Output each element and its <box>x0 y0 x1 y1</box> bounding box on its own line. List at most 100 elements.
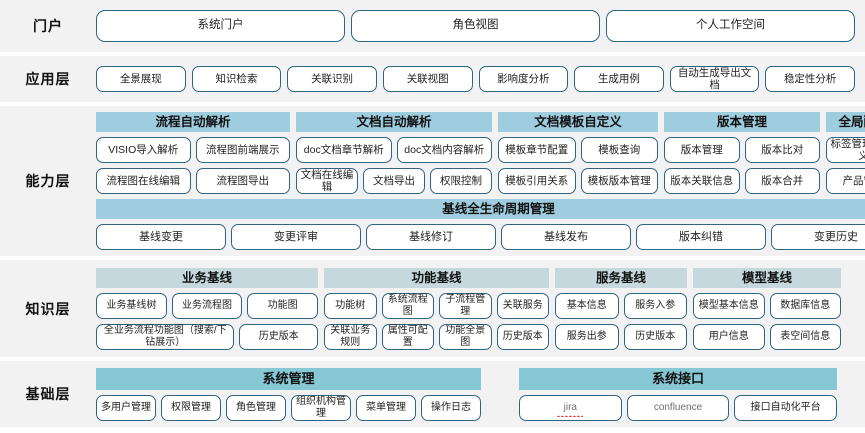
tile-change-history[interactable]: 变更历史 <box>771 224 865 250</box>
capability-group-global-config: 全局配置 标签管理/自定义 产品管理 <box>826 112 865 194</box>
tile-role-view[interactable]: 角色视图 <box>351 10 600 42</box>
tile-user-info[interactable]: 用户信息 <box>693 323 765 350</box>
layer-body-knowledge: 业务基线 业务基线树 业务流程图 功能图 全业务流程功能图（搜索/下钻展示） 历… <box>96 262 865 356</box>
group-header-flow-parsing: 流程自动解析 <box>96 112 290 132</box>
tile-related-service[interactable]: 关联服务 <box>496 292 549 319</box>
group-header-model-baseline: 模型基线 <box>693 267 841 288</box>
tile-related-business-rule[interactable]: 关联业务规则 <box>324 323 377 350</box>
portal-tile-row: 系统门户 角色视图 个人工作空间 <box>96 10 855 42</box>
tile-attribute-configurable[interactable]: 属性可配置 <box>381 323 434 350</box>
group-row-ver-1: 版本管理 版本比对 <box>664 137 820 163</box>
group-row-mod-2: 用户信息 表空间信息 <box>693 323 841 350</box>
tile-function-panorama[interactable]: 功能全景图 <box>439 323 492 350</box>
application-tile-row: 全景展现 知识检索 关联识别 关联视图 影响度分析 生成用例 自动生成导出文档 … <box>96 66 855 92</box>
knowledge-group-model-baseline: 模型基线 模型基本信息 数据库信息 用户信息 表空间信息 <box>693 267 841 350</box>
tile-flowchart-online-edit[interactable]: 流程图在线编辑 <box>96 168 191 194</box>
layer-application: 应用层 全景展现 知识检索 关联识别 关联视图 影响度分析 生成用例 自动生成导… <box>0 56 865 102</box>
tile-system-flowchart[interactable]: 系统流程图 <box>381 292 434 319</box>
tile-version-relation-info[interactable]: 版本关联信息 <box>664 168 740 194</box>
layer-foundation: 基础层 系统管理 多用户管理 权限管理 角色管理 组织机构管理 菜单管理 操作日… <box>0 361 865 427</box>
tile-role-manage[interactable]: 角色管理 <box>226 394 286 421</box>
tile-basic-info[interactable]: 基本信息 <box>555 292 619 319</box>
layer-label-capability: 能力层 <box>25 173 71 189</box>
tile-database-info[interactable]: 数据库信息 <box>769 292 841 319</box>
group-row-flow-1: VISIO导入解析 流程图前端展示 <box>96 137 290 163</box>
tile-template-chapter-config[interactable]: 模板章节配置 <box>498 137 576 163</box>
tile-menu-manage[interactable]: 菜单管理 <box>356 394 416 421</box>
tile-generate-usecase[interactable]: 生成用例 <box>574 66 664 92</box>
tile-impact-analysis[interactable]: 影响度分析 <box>478 66 569 92</box>
group-header-version-manage: 版本管理 <box>664 112 820 132</box>
tile-service-output-param[interactable]: 服务出参 <box>555 323 619 350</box>
tile-flowchart-frontend-display[interactable]: 流程图前端展示 <box>195 137 290 163</box>
group-row-lifecycle: 基线变更 变更评审 基线修订 基线发布 版本纠错 变更历史 <box>96 224 865 250</box>
tile-function-tree[interactable]: 功能树 <box>324 292 377 319</box>
tile-jira[interactable]: jira <box>519 394 622 421</box>
tile-change-review[interactable]: 变更评审 <box>231 224 361 250</box>
knowledge-group-list: 业务基线 业务基线树 业务流程图 功能图 全业务流程功能图（搜索/下钻展示） 历… <box>96 267 855 350</box>
group-row-cfg-1: 标签管理/自定义 <box>826 137 865 163</box>
tile-panorama-display[interactable]: 全景展现 <box>96 66 186 92</box>
tile-visio-import-parse[interactable]: VISIO导入解析 <box>96 137 191 163</box>
tile-interface-automation-platform[interactable]: 接口自动化平台 <box>734 394 838 421</box>
tile-tag-manage-custom[interactable]: 标签管理/自定义 <box>826 137 865 163</box>
jira-label: jira <box>563 401 577 413</box>
tile-tablespace-info[interactable]: 表空间信息 <box>769 323 841 350</box>
tile-relation-view[interactable]: 关联视图 <box>382 66 473 92</box>
tile-service-input-param[interactable]: 服务入参 <box>623 292 687 319</box>
capability-group-list: 流程自动解析 VISIO导入解析 流程图前端展示 流程图在线编辑 流程图导出 文… <box>96 112 865 194</box>
tile-org-structure-manage[interactable]: 组织机构管理 <box>291 394 351 421</box>
tile-subflow-manage[interactable]: 子流程管理 <box>439 292 492 319</box>
foundation-group-system-interface: 系统接口 jira confluence 接口自动化平台 <box>519 367 838 421</box>
tile-business-baseline-tree[interactable]: 业务基线树 <box>96 292 167 319</box>
group-header-function-baseline: 功能基线 <box>324 267 549 288</box>
tile-template-reference-relation[interactable]: 模板引用关系 <box>498 168 576 194</box>
tile-stability-analysis[interactable]: 稳定性分析 <box>765 66 855 92</box>
tile-personal-workspace[interactable]: 个人工作空间 <box>606 10 855 42</box>
tile-baseline-change[interactable]: 基线变更 <box>96 224 226 250</box>
layer-label-knowledge: 知识层 <box>25 300 71 317</box>
tile-doc-online-edit[interactable]: 文档在线编辑 <box>296 168 358 194</box>
group-header-doc-parsing: 文档自动解析 <box>296 112 492 132</box>
group-header-doc-template: 文档模板自定义 <box>498 112 658 132</box>
tile-relation-recognition[interactable]: 关联识别 <box>287 66 377 92</box>
layer-body-foundation: 系统管理 多用户管理 权限管理 角色管理 组织机构管理 菜单管理 操作日志 系统… <box>96 362 865 427</box>
tile-knowledge-search[interactable]: 知识检索 <box>191 66 282 92</box>
tile-history-version-svc[interactable]: 历史版本 <box>623 323 687 350</box>
tile-operation-log[interactable]: 操作日志 <box>421 394 481 421</box>
group-row-fun-1: 功能树 系统流程图 子流程管理 关联服务 <box>324 292 549 319</box>
tile-doc-content-parse[interactable]: doc文档内容解析 <box>396 137 492 163</box>
tile-version-correction[interactable]: 版本纠错 <box>636 224 766 250</box>
tile-function-diagram[interactable]: 功能图 <box>247 292 319 319</box>
tile-full-business-flow-function-diagram[interactable]: 全业务流程功能图（搜索/下钻展示） <box>96 323 235 350</box>
layer-body-application: 全景展现 知识检索 关联识别 关联视图 影响度分析 生成用例 自动生成导出文档 … <box>96 60 865 98</box>
tile-model-basic-info[interactable]: 模型基本信息 <box>693 292 765 319</box>
group-row-biz-1: 业务基线树 业务流程图 功能图 <box>96 292 319 319</box>
tile-history-version-biz[interactable]: 历史版本 <box>239 323 318 350</box>
tile-version-manage[interactable]: 版本管理 <box>664 137 740 163</box>
group-row-flow-2: 流程图在线编辑 流程图导出 <box>96 168 290 194</box>
tile-multi-user-manage[interactable]: 多用户管理 <box>96 394 156 421</box>
tile-flowchart-export[interactable]: 流程图导出 <box>195 168 290 194</box>
tile-history-version-fun[interactable]: 历史版本 <box>496 323 549 350</box>
group-row-svc-1: 基本信息 服务入参 <box>555 292 687 319</box>
tile-permission-manage[interactable]: 权限管理 <box>161 394 221 421</box>
group-header-service-baseline: 服务基线 <box>555 267 687 288</box>
tile-version-merge[interactable]: 版本合并 <box>744 168 820 194</box>
tile-business-flowchart[interactable]: 业务流程图 <box>171 292 243 319</box>
knowledge-group-business-baseline: 业务基线 业务基线树 业务流程图 功能图 全业务流程功能图（搜索/下钻展示） 历… <box>96 267 319 350</box>
tile-baseline-release[interactable]: 基线发布 <box>501 224 631 250</box>
tile-version-compare[interactable]: 版本比对 <box>744 137 820 163</box>
tile-system-portal[interactable]: 系统门户 <box>96 10 345 42</box>
tile-permission-control[interactable]: 权限控制 <box>430 168 492 194</box>
tile-baseline-revision[interactable]: 基线修订 <box>366 224 496 250</box>
group-header-system-manage: 系统管理 <box>96 367 481 390</box>
tile-auto-export-doc[interactable]: 自动生成导出文档 <box>669 66 760 92</box>
tile-doc-export[interactable]: 文档导出 <box>363 168 425 194</box>
knowledge-group-function-baseline: 功能基线 功能树 系统流程图 子流程管理 关联服务 关联业务规则 属性可配置 功… <box>324 267 549 350</box>
tile-doc-chapter-parse[interactable]: doc文档章节解析 <box>296 137 392 163</box>
tile-confluence[interactable]: confluence <box>626 394 730 421</box>
tile-product-manage[interactable]: 产品管理 <box>826 168 865 194</box>
tile-template-version-manage[interactable]: 模板版本管理 <box>580 168 658 194</box>
tile-template-query[interactable]: 模板查询 <box>580 137 658 163</box>
